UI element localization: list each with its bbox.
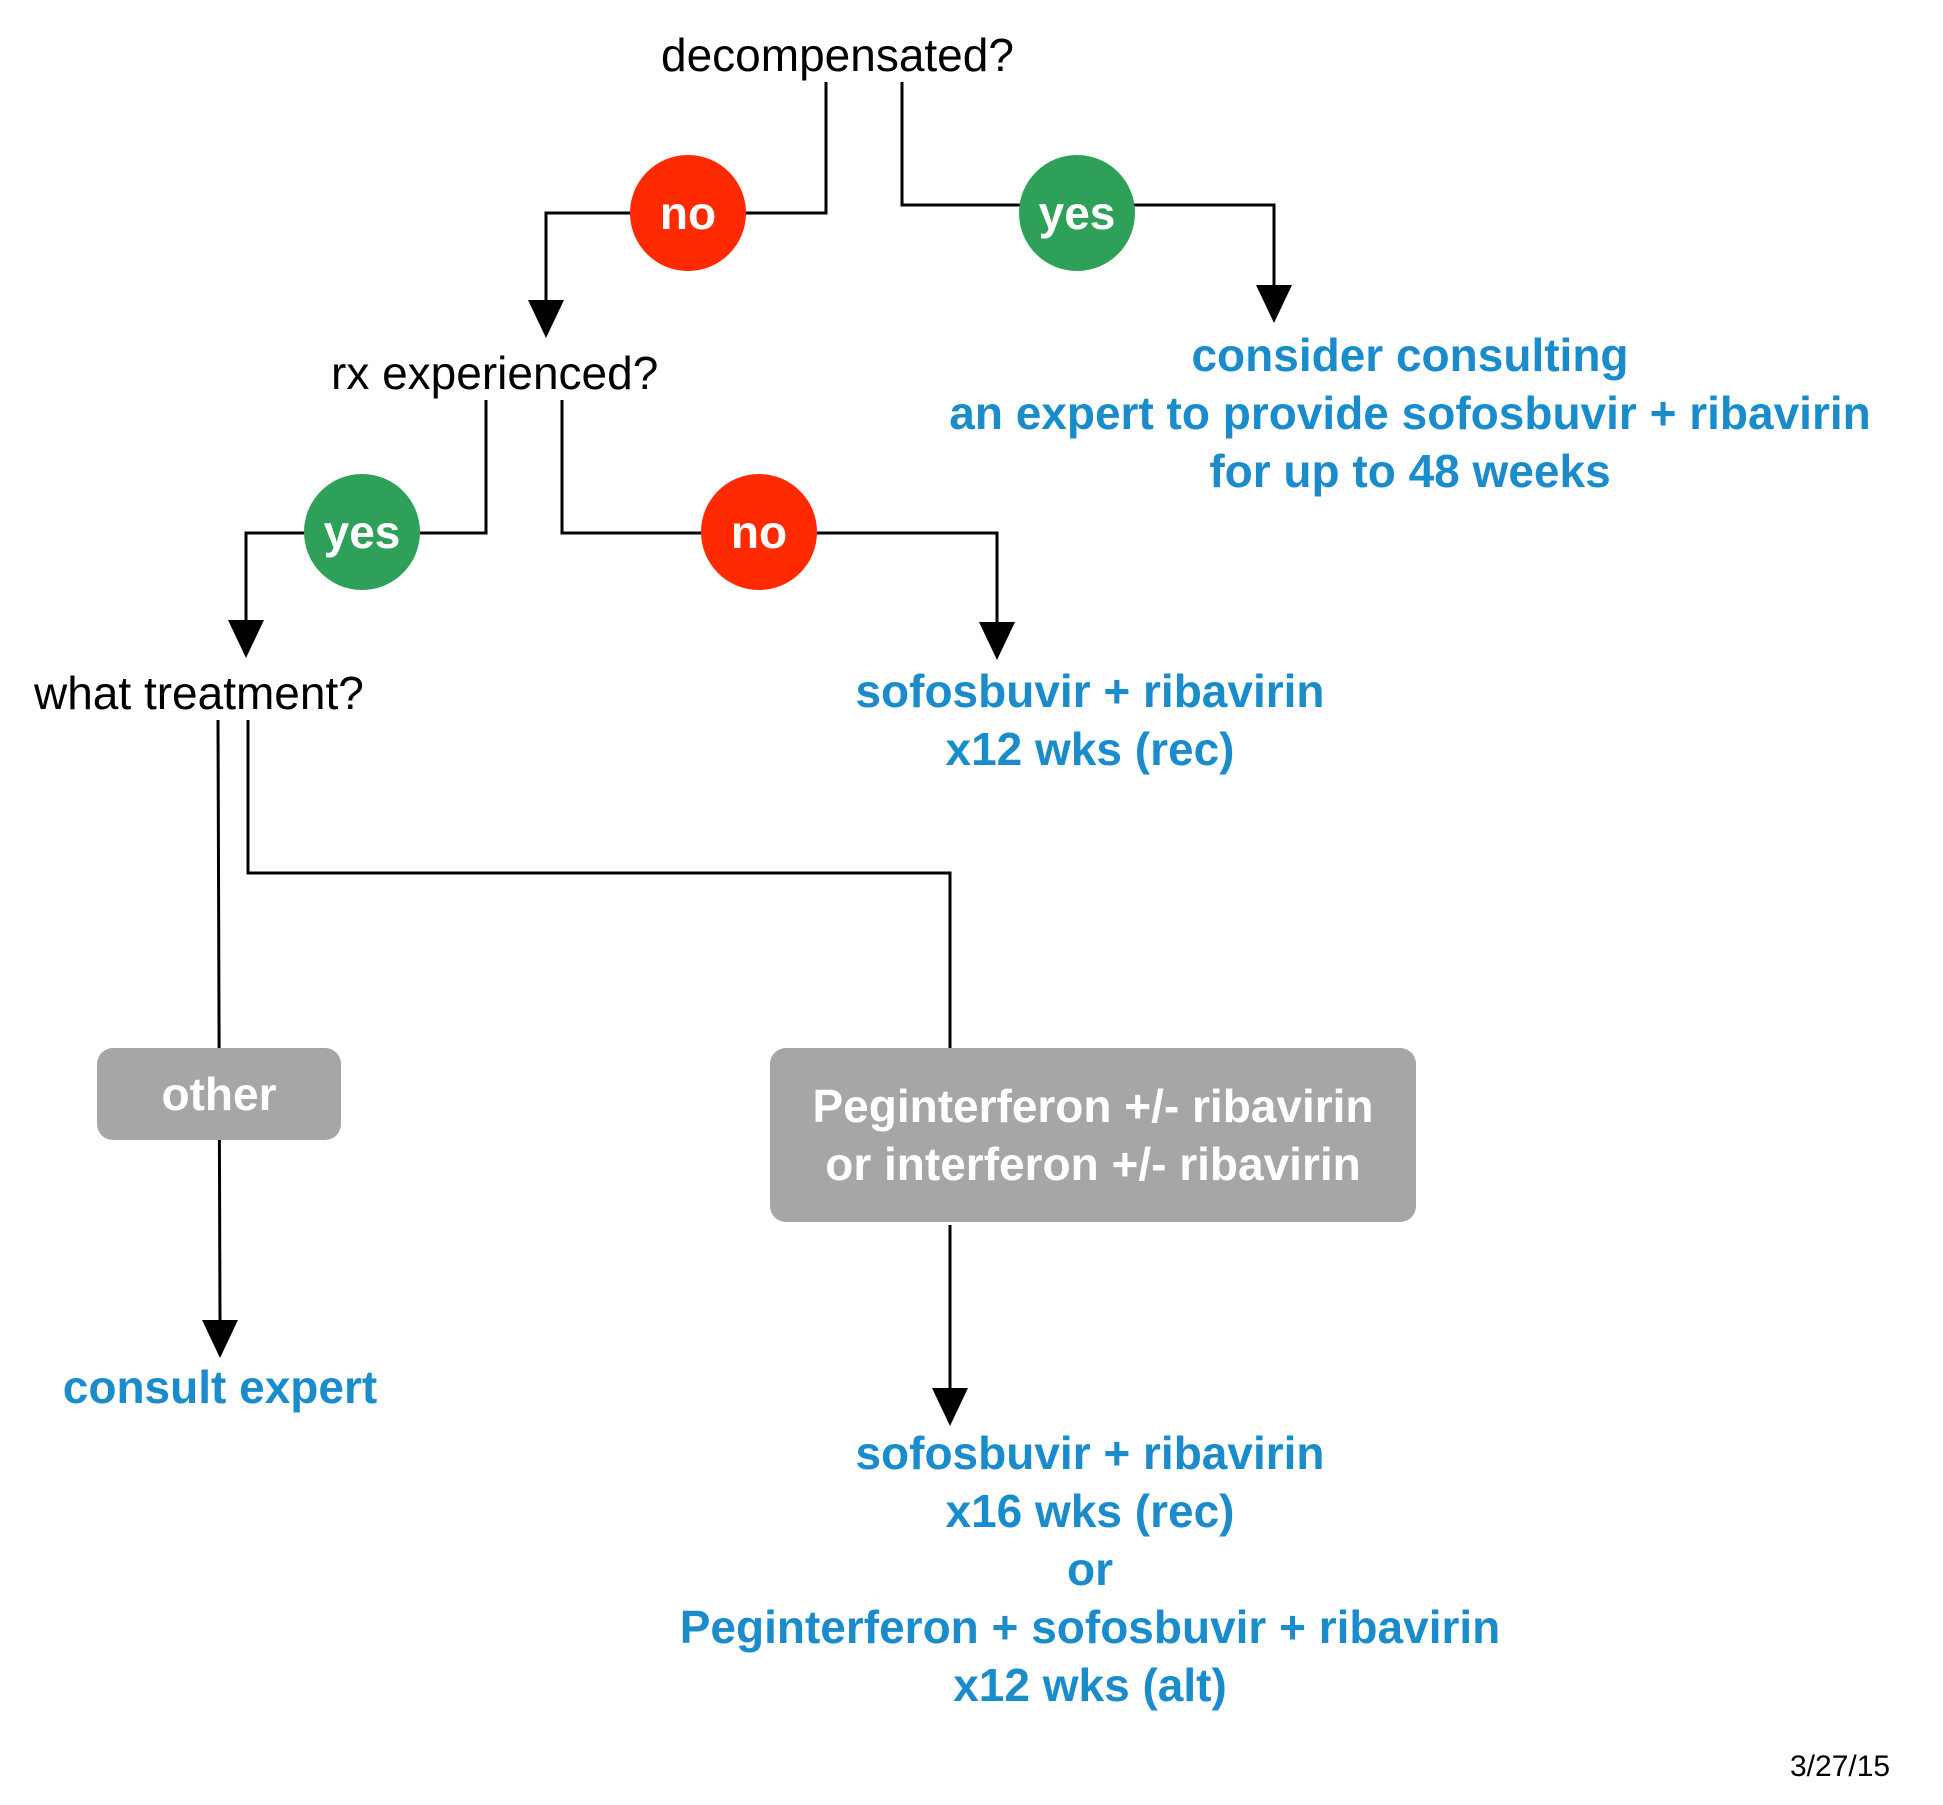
outcome-consult-expert: consult expert: [10, 1358, 430, 1416]
question-rx-experienced: rx experienced?: [331, 347, 659, 399]
branch-no-decompensated: no: [630, 155, 746, 271]
outcome-consider-line3: for up to 48 weeks: [1209, 445, 1611, 497]
branch-no-rx-experienced: no: [701, 474, 817, 590]
outcome-treatment-naive: sofosbuvir + ribavirin x12 wks (rec): [790, 662, 1390, 778]
category-other: other: [97, 1048, 341, 1140]
outcome-consider-line2: an expert to provide sofosbuvir + ribavi…: [949, 387, 1871, 439]
outcome-naive-line1: sofosbuvir + ribavirin: [855, 665, 1325, 717]
outcome-consider-consulting: consider consulting an expert to provide…: [850, 326, 1943, 500]
outcome-consider-line1: consider consulting: [1191, 329, 1629, 381]
outcome-peg-line4: Peginterferon + sofosbuvir + ribavirin: [679, 1601, 1501, 1653]
connector-peg: [246, 720, 952, 1050]
outcome-peg-line5: x12 wks (alt): [953, 1659, 1227, 1711]
outcome-peg-experienced: sofosbuvir + ribavirin x16 wks (rec) or …: [600, 1424, 1580, 1714]
connector-other: [216, 719, 222, 1321]
outcome-naive-line2: x12 wks (rec): [945, 723, 1235, 775]
outcome-peg-line2: x16 wks (rec): [945, 1485, 1235, 1537]
outcome-consult-line1: consult expert: [62, 1361, 378, 1413]
category-peg-line1: Peginterferon +/- ribavirin: [812, 1080, 1374, 1132]
branch-yes-decompensated: yes: [1019, 155, 1135, 271]
category-peg-line2: or interferon +/- ribavirin: [825, 1138, 1361, 1190]
outcome-peg-line1: sofosbuvir + ribavirin: [855, 1427, 1325, 1479]
category-peginterferon: Peginterferon +/- ribavirin or interfero…: [770, 1048, 1416, 1222]
date-stamp: 3/27/15: [1790, 1750, 1891, 1783]
question-decompensated: decompensated?: [661, 29, 1014, 81]
category-other-label: other: [161, 1068, 277, 1120]
branch-yes-rx-experienced: yes: [304, 474, 420, 590]
question-what-treatment: what treatment?: [34, 667, 364, 719]
outcome-peg-line3: or: [1067, 1543, 1113, 1595]
